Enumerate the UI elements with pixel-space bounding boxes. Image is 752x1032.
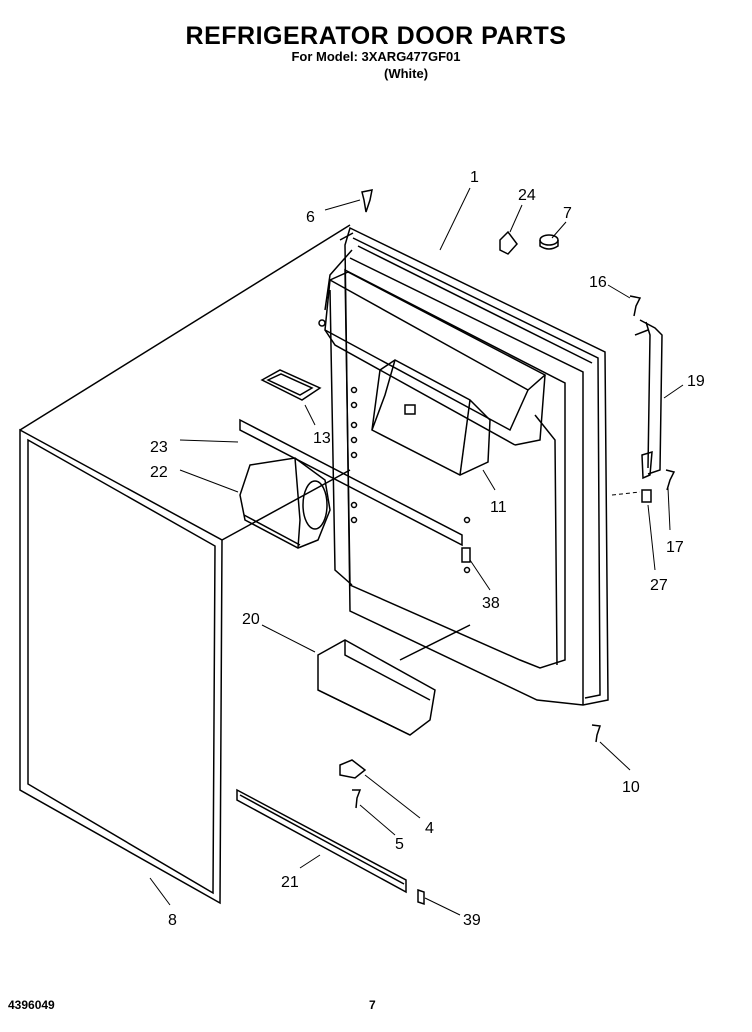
callout-20: 20	[242, 611, 260, 628]
callout-8: 8	[168, 912, 177, 929]
dairy-compartment	[318, 271, 547, 446]
callout-22: 22	[150, 464, 168, 481]
leader-lines	[149, 187, 684, 916]
page-number: 7	[369, 998, 376, 1012]
hardware-parts	[339, 189, 676, 906]
butter-bin	[371, 359, 491, 476]
callout-17: 17	[666, 539, 684, 556]
callout-23: 23	[150, 439, 168, 456]
door-panel	[339, 226, 609, 706]
callout-16: 16	[589, 274, 607, 291]
callout-4: 4	[425, 820, 434, 837]
callout-13: 13	[313, 430, 331, 447]
callout-7: 7	[563, 205, 572, 222]
callout-10: 10	[622, 779, 640, 796]
callout-6: 6	[306, 209, 315, 226]
callout-38: 38	[482, 595, 500, 612]
shelf-rail	[239, 418, 463, 547]
door-gasket	[19, 224, 351, 905]
bottle-bin-22	[239, 457, 331, 549]
page-title: REFRIGERATOR DOOR PARTS	[185, 22, 567, 50]
callout-11: 11	[490, 499, 507, 516]
callout-5: 5	[395, 836, 404, 853]
door-liner	[324, 249, 566, 669]
callout-27: 27	[650, 577, 668, 594]
door-bin-20	[317, 624, 471, 736]
bottom-trim	[236, 788, 407, 894]
callout-1: 1	[470, 169, 479, 186]
callout-24: 24	[518, 187, 536, 204]
callout-39: 39	[463, 912, 481, 929]
door-handle	[634, 319, 663, 480]
color-label: (White)	[384, 66, 429, 81]
callout-19: 19	[687, 373, 705, 390]
callout-21: 21	[281, 874, 299, 891]
document-number: 4396049	[8, 998, 55, 1012]
model-number: For Model: 3XARG477GF01	[291, 49, 461, 64]
part-13	[260, 369, 322, 401]
